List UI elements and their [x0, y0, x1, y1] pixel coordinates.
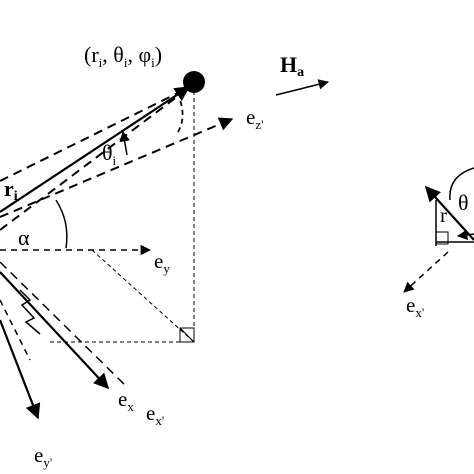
ey-prime-dashed — [0, 299, 31, 361]
particle — [183, 71, 205, 93]
right-theta-arc — [449, 167, 474, 201]
ez-prime-label: ez' — [246, 105, 263, 132]
right-theta-label: θ — [458, 190, 469, 215]
ex-prime-label: ex' — [146, 401, 164, 428]
alpha-label: α — [18, 225, 30, 250]
diagonal-projection — [91, 249, 195, 343]
theta-arc-arrow — [119, 130, 130, 156]
right-ex-prime-label: ex' — [406, 293, 424, 320]
field-label: Ha — [280, 52, 304, 80]
theta-i-label: θi — [102, 140, 117, 168]
ri-label: ri — [4, 176, 18, 204]
ex-axis — [0, 271, 110, 390]
field-arrow — [275, 79, 330, 96]
right-angle-marker — [179, 327, 195, 343]
ex-label: ex — [118, 387, 134, 414]
ey-prime-axis — [0, 319, 41, 420]
particle-coordinates-label: (ri, θi, φi) — [84, 42, 162, 70]
right-ex-prime-axis — [403, 251, 449, 293]
ri-vector — [0, 86, 191, 213]
left-figure — [0, 79, 330, 420]
right-small-arrow — [456, 229, 474, 241]
cone-line-upper — [0, 86, 191, 182]
cone-line-lower — [0, 86, 191, 231]
ey-label: ey — [154, 249, 170, 276]
zigzag-mark — [19, 289, 41, 335]
alpha-arc — [55, 199, 68, 249]
ey-prime-label: ey' — [34, 443, 52, 470]
right-figure — [403, 167, 474, 293]
right-r-label: r — [440, 203, 447, 227]
right-angle-box — [435, 231, 449, 245]
theta-arc — [177, 99, 184, 133]
ez-prime-axis — [0, 117, 234, 218]
